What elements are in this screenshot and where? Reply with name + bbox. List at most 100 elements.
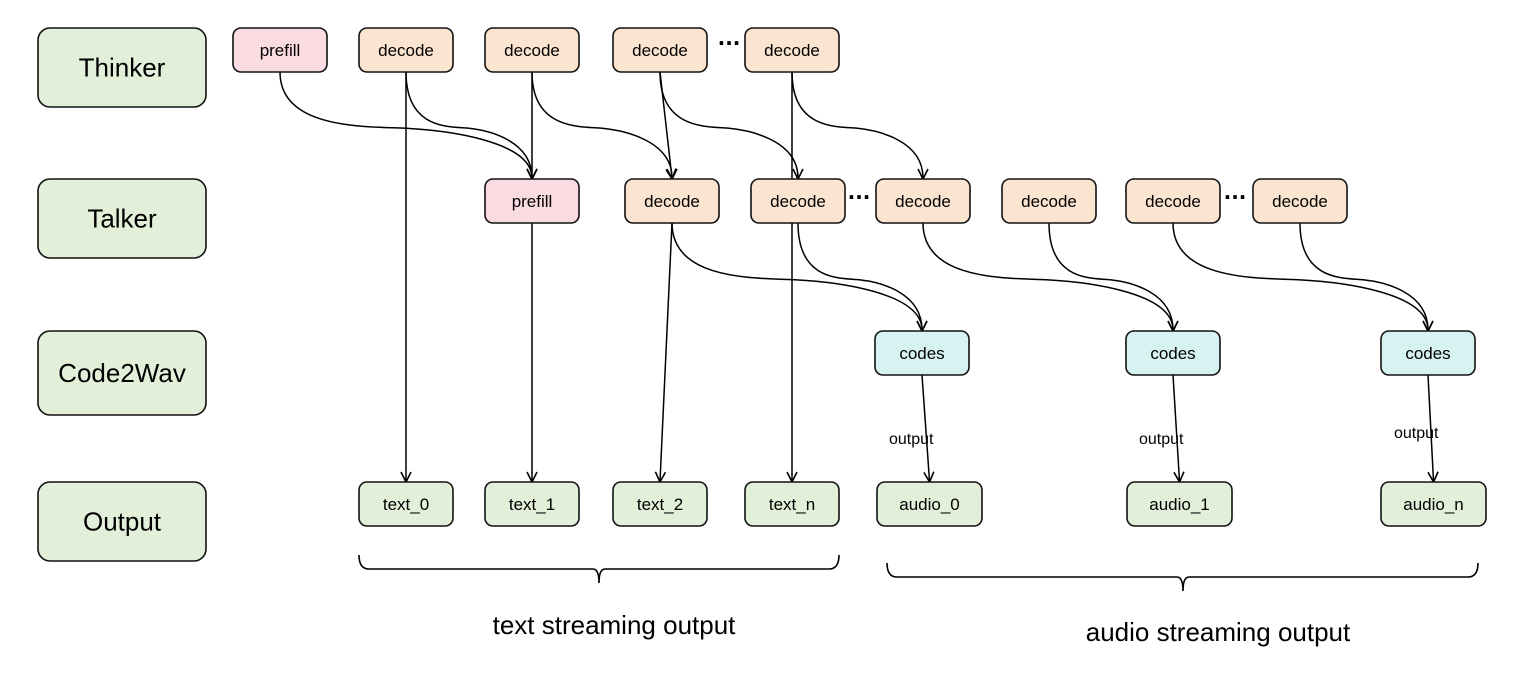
node-label: text_n <box>769 495 815 514</box>
decode-box <box>484 27 580 73</box>
node-text-2: text_2 <box>612 481 708 527</box>
edge-codes_1-to-audio_1 <box>1172 374 1180 481</box>
text-group-brace <box>358 554 840 584</box>
output-box <box>484 481 580 527</box>
output-box <box>1126 481 1233 527</box>
node-tk-prefill: prefill <box>484 178 580 224</box>
node-codes-0: codes <box>874 330 970 376</box>
lane-box <box>37 330 207 416</box>
lane-box <box>37 178 207 259</box>
codes-box <box>874 330 970 376</box>
output-box <box>612 481 708 527</box>
edge-tk_decode_3-to-codes_1 <box>922 222 1173 330</box>
node-text-0: text_0 <box>358 481 454 527</box>
node-label: decode <box>1021 192 1077 211</box>
edge-label: output <box>889 431 934 448</box>
decode-box <box>1001 178 1097 224</box>
node-label: text_2 <box>637 495 683 514</box>
node-label: decode <box>1272 192 1328 211</box>
node-text-1: text_1 <box>484 481 580 527</box>
node-tk-decode-5: decode <box>1125 178 1221 224</box>
node-label: decode <box>770 192 826 211</box>
decode-box <box>750 178 846 224</box>
node-codes-2: codes <box>1380 330 1476 376</box>
edge-codes_2-to-audio_n <box>1427 374 1434 481</box>
ellipsis-icon: ··· <box>848 185 871 209</box>
edge-th_decode_1-to-tk_prefill <box>405 71 532 178</box>
text-streaming-label: text streaming output <box>493 610 737 640</box>
node-label: audio_n <box>1403 495 1464 514</box>
node-audio-0: audio_0 <box>876 481 983 527</box>
decode-box <box>624 178 720 224</box>
node-th-decode-3: decode <box>612 27 708 73</box>
node-label: text_1 <box>509 495 555 514</box>
edge-th_decode_2-to-tk_decode_1 <box>531 71 672 178</box>
lane-output: Output <box>37 481 207 562</box>
decode-box <box>358 27 454 73</box>
decode-box <box>1125 178 1221 224</box>
node-label: text_0 <box>383 495 429 514</box>
audio-streaming-label: audio streaming output <box>1086 617 1351 647</box>
node-label: decode <box>895 192 951 211</box>
prefill-box <box>232 27 328 73</box>
ellipsis-icon: ··· <box>1224 185 1247 209</box>
node-label: codes <box>1405 344 1450 363</box>
output-box <box>876 481 983 527</box>
decode-box <box>875 178 971 224</box>
node-label: audio_0 <box>899 495 960 514</box>
lane-box <box>37 27 207 108</box>
lane-label: Code2Wav <box>58 358 186 388</box>
edge-tk_decode_1-to-codes_0 <box>671 222 922 330</box>
node-label: decode <box>644 192 700 211</box>
node-label: decode <box>632 41 688 60</box>
node-codes-1: codes <box>1125 330 1221 376</box>
node-tk-decode-2: decode <box>750 178 846 224</box>
edge-th_decode_4-to-tk_decode_3 <box>791 71 923 178</box>
lane-label: Output <box>83 507 162 537</box>
node-label: audio_1 <box>1149 495 1210 514</box>
lane-label: Talker <box>87 204 157 234</box>
decode-box <box>1252 178 1348 224</box>
node-text-n: text_n <box>744 481 840 527</box>
edge-tk_decode_6-to-codes_2 <box>1299 222 1428 330</box>
node-label: decode <box>504 41 560 60</box>
node-audio-n: audio_n <box>1380 481 1487 527</box>
lane-label: Thinker <box>79 53 166 83</box>
node-th-prefill: prefill <box>232 27 328 73</box>
node-label: codes <box>899 344 944 363</box>
edge-th_decode_3-to-tk_decode_2 <box>659 71 798 178</box>
node-label: prefill <box>260 41 301 60</box>
decode-box <box>744 27 840 73</box>
codes-box <box>1380 330 1476 376</box>
edge-tk_decode_1-to-text_2 <box>660 222 673 481</box>
output-box <box>358 481 454 527</box>
node-audio-1: audio_1 <box>1126 481 1233 527</box>
node-th-decode-2: decode <box>484 27 580 73</box>
node-label: prefill <box>512 192 553 211</box>
lane-code2wav: Code2Wav <box>37 330 207 416</box>
node-tk-decode-4: decode <box>1001 178 1097 224</box>
edge-tk_decode_5-to-codes_2 <box>1172 222 1428 330</box>
node-tk-decode-1: decode <box>624 178 720 224</box>
lane-box <box>37 481 207 562</box>
codes-box <box>1125 330 1221 376</box>
edge-label: output <box>1394 425 1439 442</box>
lane-talker: Talker <box>37 178 207 259</box>
output-box <box>744 481 840 527</box>
node-tk-decode-3: decode <box>875 178 971 224</box>
lane-thinker: Thinker <box>37 27 207 108</box>
output-box <box>1380 481 1487 527</box>
node-th-decode-4: decode <box>744 27 840 73</box>
node-label: codes <box>1150 344 1195 363</box>
ellipsis-icon: ··· <box>718 31 741 55</box>
edge-codes_0-to-audio_0 <box>921 374 930 481</box>
node-label: decode <box>764 41 820 60</box>
edge-label: output <box>1139 431 1184 448</box>
node-label: decode <box>378 41 434 60</box>
node-label: decode <box>1145 192 1201 211</box>
decode-box <box>612 27 708 73</box>
audio-group-brace <box>886 562 1479 592</box>
node-tk-decode-6: decode <box>1252 178 1348 224</box>
edge-tk_decode_4-to-codes_1 <box>1048 222 1173 330</box>
